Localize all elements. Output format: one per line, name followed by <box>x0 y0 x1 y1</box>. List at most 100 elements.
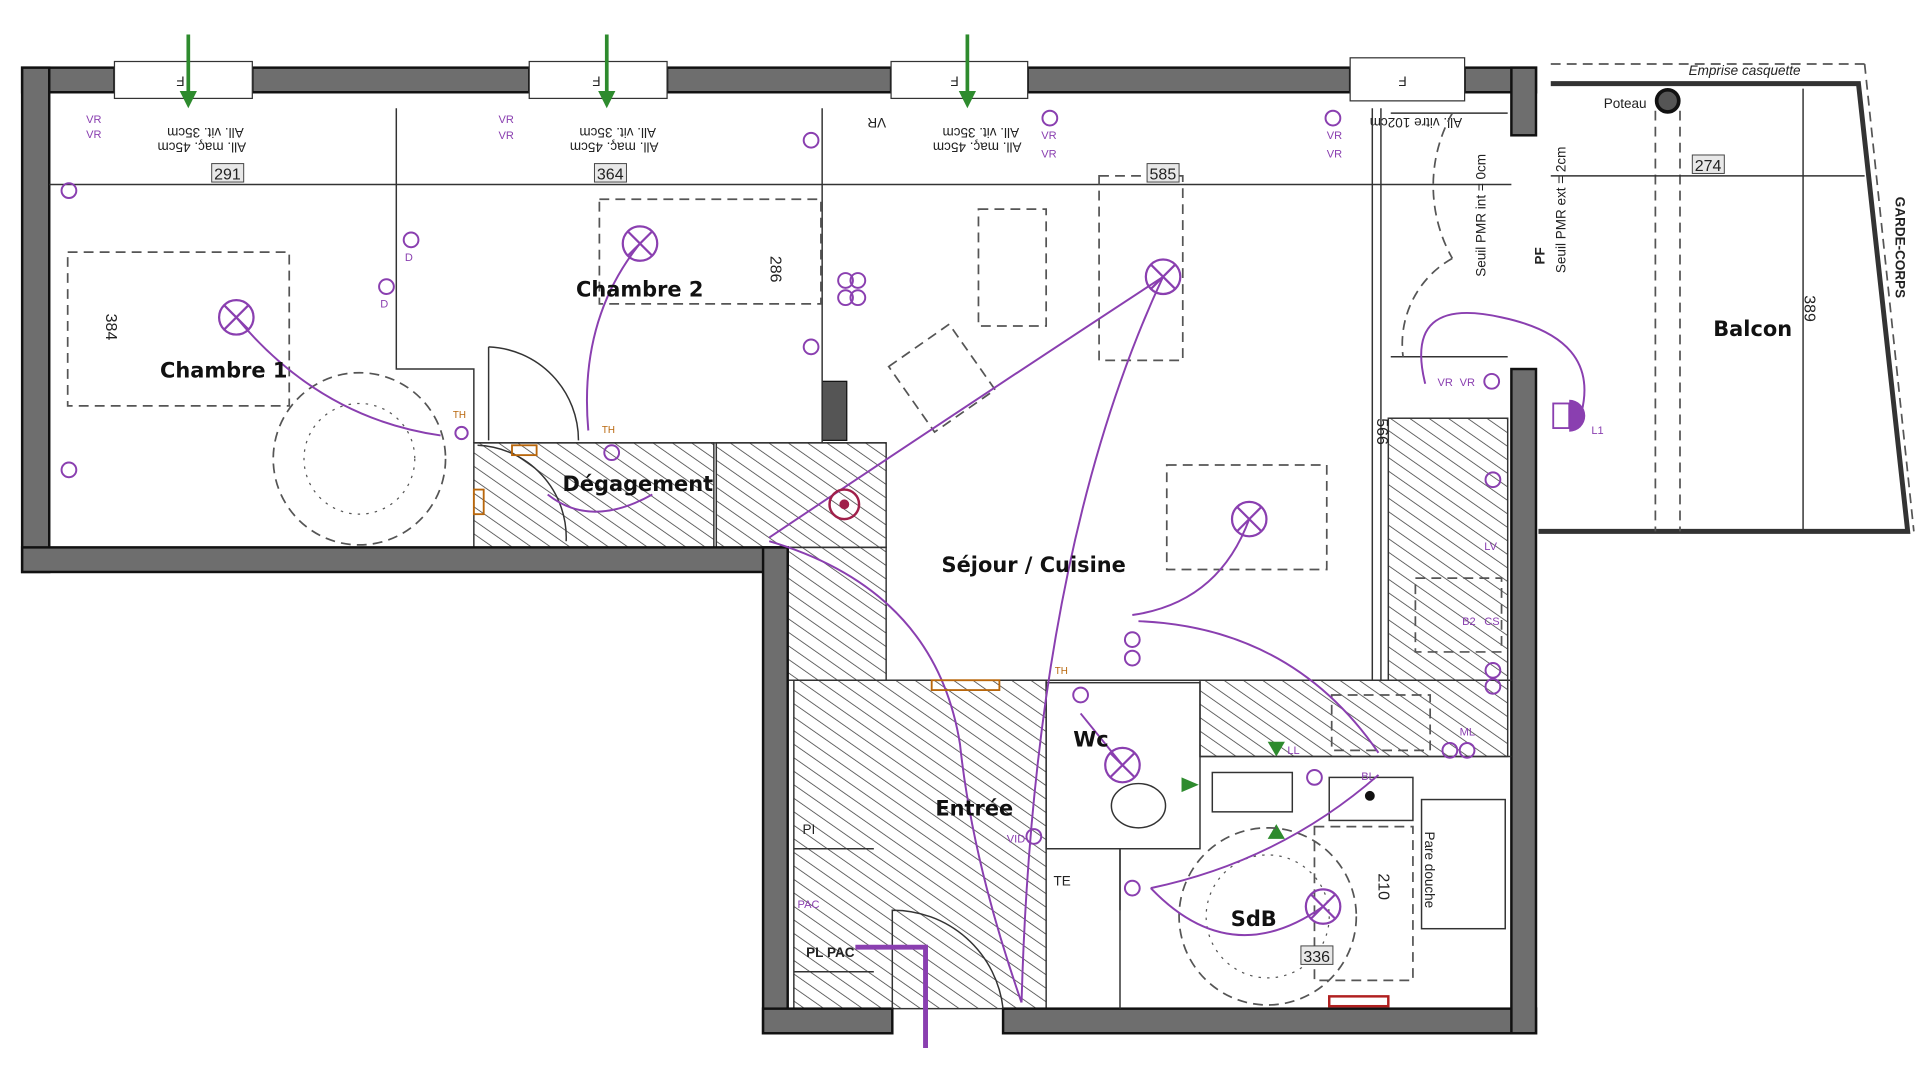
french-door-label: PF <box>1533 247 1548 264</box>
socket-icon <box>1441 741 1459 759</box>
light-label-l1: L1 <box>1591 425 1603 437</box>
ceiling-lamps: L1 <box>217 225 1604 925</box>
label-pl-pac: PL PAC <box>806 945 855 960</box>
shutter-symbol: VR <box>1327 130 1342 142</box>
socket-icon <box>1458 741 1476 759</box>
dim-sejour-depth: 566 <box>1373 418 1390 445</box>
socket-icon <box>802 131 820 149</box>
room-entree: Entrée <box>935 797 1013 821</box>
socket-icon <box>1123 649 1141 667</box>
window-sill-note: All. maç. 45cm <box>158 140 247 155</box>
post-label: Poteau <box>1604 96 1647 111</box>
label-pi: PI <box>802 822 815 837</box>
window-glass-note: All. vit. 35cm <box>942 125 1019 140</box>
socket-icon <box>454 425 469 441</box>
thermostat-symbol: TH <box>602 425 615 436</box>
room-balcon: Balcon <box>1713 317 1792 341</box>
dim-chambre2-width: 364 <box>597 167 624 184</box>
label-pac: PAC <box>798 899 820 911</box>
threshold-int-note: Seuil PMR int = 0cm <box>1474 154 1489 277</box>
socket-icon <box>60 461 78 479</box>
electrical-wires <box>235 242 1586 1003</box>
sockets <box>60 109 1502 897</box>
walls <box>20 66 1538 1035</box>
windows: F F F F All. maç. 45cm All. vit. 35cm Al… <box>113 57 1466 155</box>
cooker-symbol: CS <box>1484 616 1499 628</box>
data-socket-symbol: D <box>380 299 388 311</box>
window-label: F <box>592 73 600 88</box>
microwave-symbol: ML <box>1460 727 1475 739</box>
window-sill-note: All. maç. 45cm <box>933 140 1022 155</box>
socket-icon <box>802 338 820 356</box>
shutter-symbol: VR <box>1041 130 1056 142</box>
shutter-symbol: VR <box>1460 377 1475 389</box>
door-swings <box>477 112 1454 1009</box>
shower-screen-label: Pare douche <box>1422 832 1437 909</box>
hob-symbol: B2 <box>1462 616 1476 628</box>
window-glass-note: All. vit. 35cm <box>167 125 244 140</box>
washer-symbol: LL <box>1287 745 1299 757</box>
socket-icon <box>1041 109 1059 127</box>
socket-icon <box>849 272 867 289</box>
lamp-icon <box>1230 500 1268 538</box>
radiator-icon <box>511 444 538 457</box>
window-label: F <box>951 73 959 88</box>
socket-icon <box>1123 879 1141 897</box>
dishwasher-symbol: LV <box>1484 541 1497 553</box>
shutter-symbol: VR <box>498 114 513 126</box>
shutter-symbol: VR <box>86 129 101 141</box>
dim-sdb-depth: 210 <box>1374 873 1391 900</box>
shutter-symbol: VR <box>498 130 513 142</box>
lamp-icon <box>1304 888 1342 925</box>
radiator-icon <box>472 488 485 516</box>
socket-icon <box>402 231 420 249</box>
socket-icon <box>1484 662 1502 679</box>
lamp-icon <box>1104 746 1141 784</box>
lamp-icon <box>217 299 255 336</box>
wall-light-icon <box>1552 399 1586 432</box>
bathroom-light-symbol: BL <box>1361 771 1375 783</box>
room-sejour-cuisine: Séjour / Cuisine <box>942 553 1126 577</box>
room-wc: Wc <box>1073 728 1108 752</box>
socket-icon <box>1484 678 1502 695</box>
socket-icon <box>60 182 78 200</box>
furniture <box>66 175 1506 1006</box>
data-socket-symbol: D <box>405 252 413 264</box>
room-labels: Chambre 1 Chambre 2 Dégagement Séjour / … <box>160 277 1792 931</box>
socket-icon <box>1324 109 1342 127</box>
dim-balcon-width: 274 <box>1695 158 1722 175</box>
hatched-areas <box>473 417 1509 1010</box>
socket-icon <box>603 444 621 462</box>
socket-icon <box>1025 828 1043 845</box>
railing-label: GARDE-CORPS <box>1892 197 1907 298</box>
lamp-icon <box>1144 258 1182 296</box>
shutter-label: VR <box>867 115 886 130</box>
thermostat-symbol: TH <box>1055 666 1068 677</box>
partitions <box>49 108 1512 1009</box>
window-label: F <box>176 73 184 88</box>
shutter-symbol: VR <box>1041 148 1056 160</box>
shutter-symbol: VR <box>1438 377 1453 389</box>
towel-radiator-icon <box>1328 995 1390 1008</box>
thermostat-symbol: TH <box>453 410 466 421</box>
room-chambre-2: Chambre 2 <box>576 277 703 301</box>
socket-icon <box>1306 769 1323 786</box>
dimensions: 291 364 585 274 336 384 286 566 389 210 <box>102 154 1817 966</box>
room-degagement: Dégagement <box>562 472 713 496</box>
symbol-labels: VR VR VR VR VR VR VR VR VR VR D D LV B2 … <box>86 114 1500 1049</box>
socket-icon <box>378 278 395 295</box>
intercom-symbol: VID <box>1007 834 1025 846</box>
lamp-icon <box>621 225 659 262</box>
shutter-symbol: VR <box>1327 148 1342 160</box>
socket-icon <box>1484 471 1502 489</box>
dim-sejour-width: 585 <box>1150 167 1177 184</box>
ventilation-arrows <box>179 34 1285 839</box>
room-chambre-1: Chambre 1 <box>160 359 287 383</box>
socket-icon <box>837 289 854 307</box>
post-icon <box>1654 87 1681 114</box>
balcony: Poteau Emprise casquette GARDE-CORPS Seu… <box>1474 63 1915 534</box>
smoke-detector-icon <box>828 488 861 521</box>
canopy-note: Emprise casquette <box>1689 63 1801 78</box>
label-te: TE <box>1054 874 1071 889</box>
